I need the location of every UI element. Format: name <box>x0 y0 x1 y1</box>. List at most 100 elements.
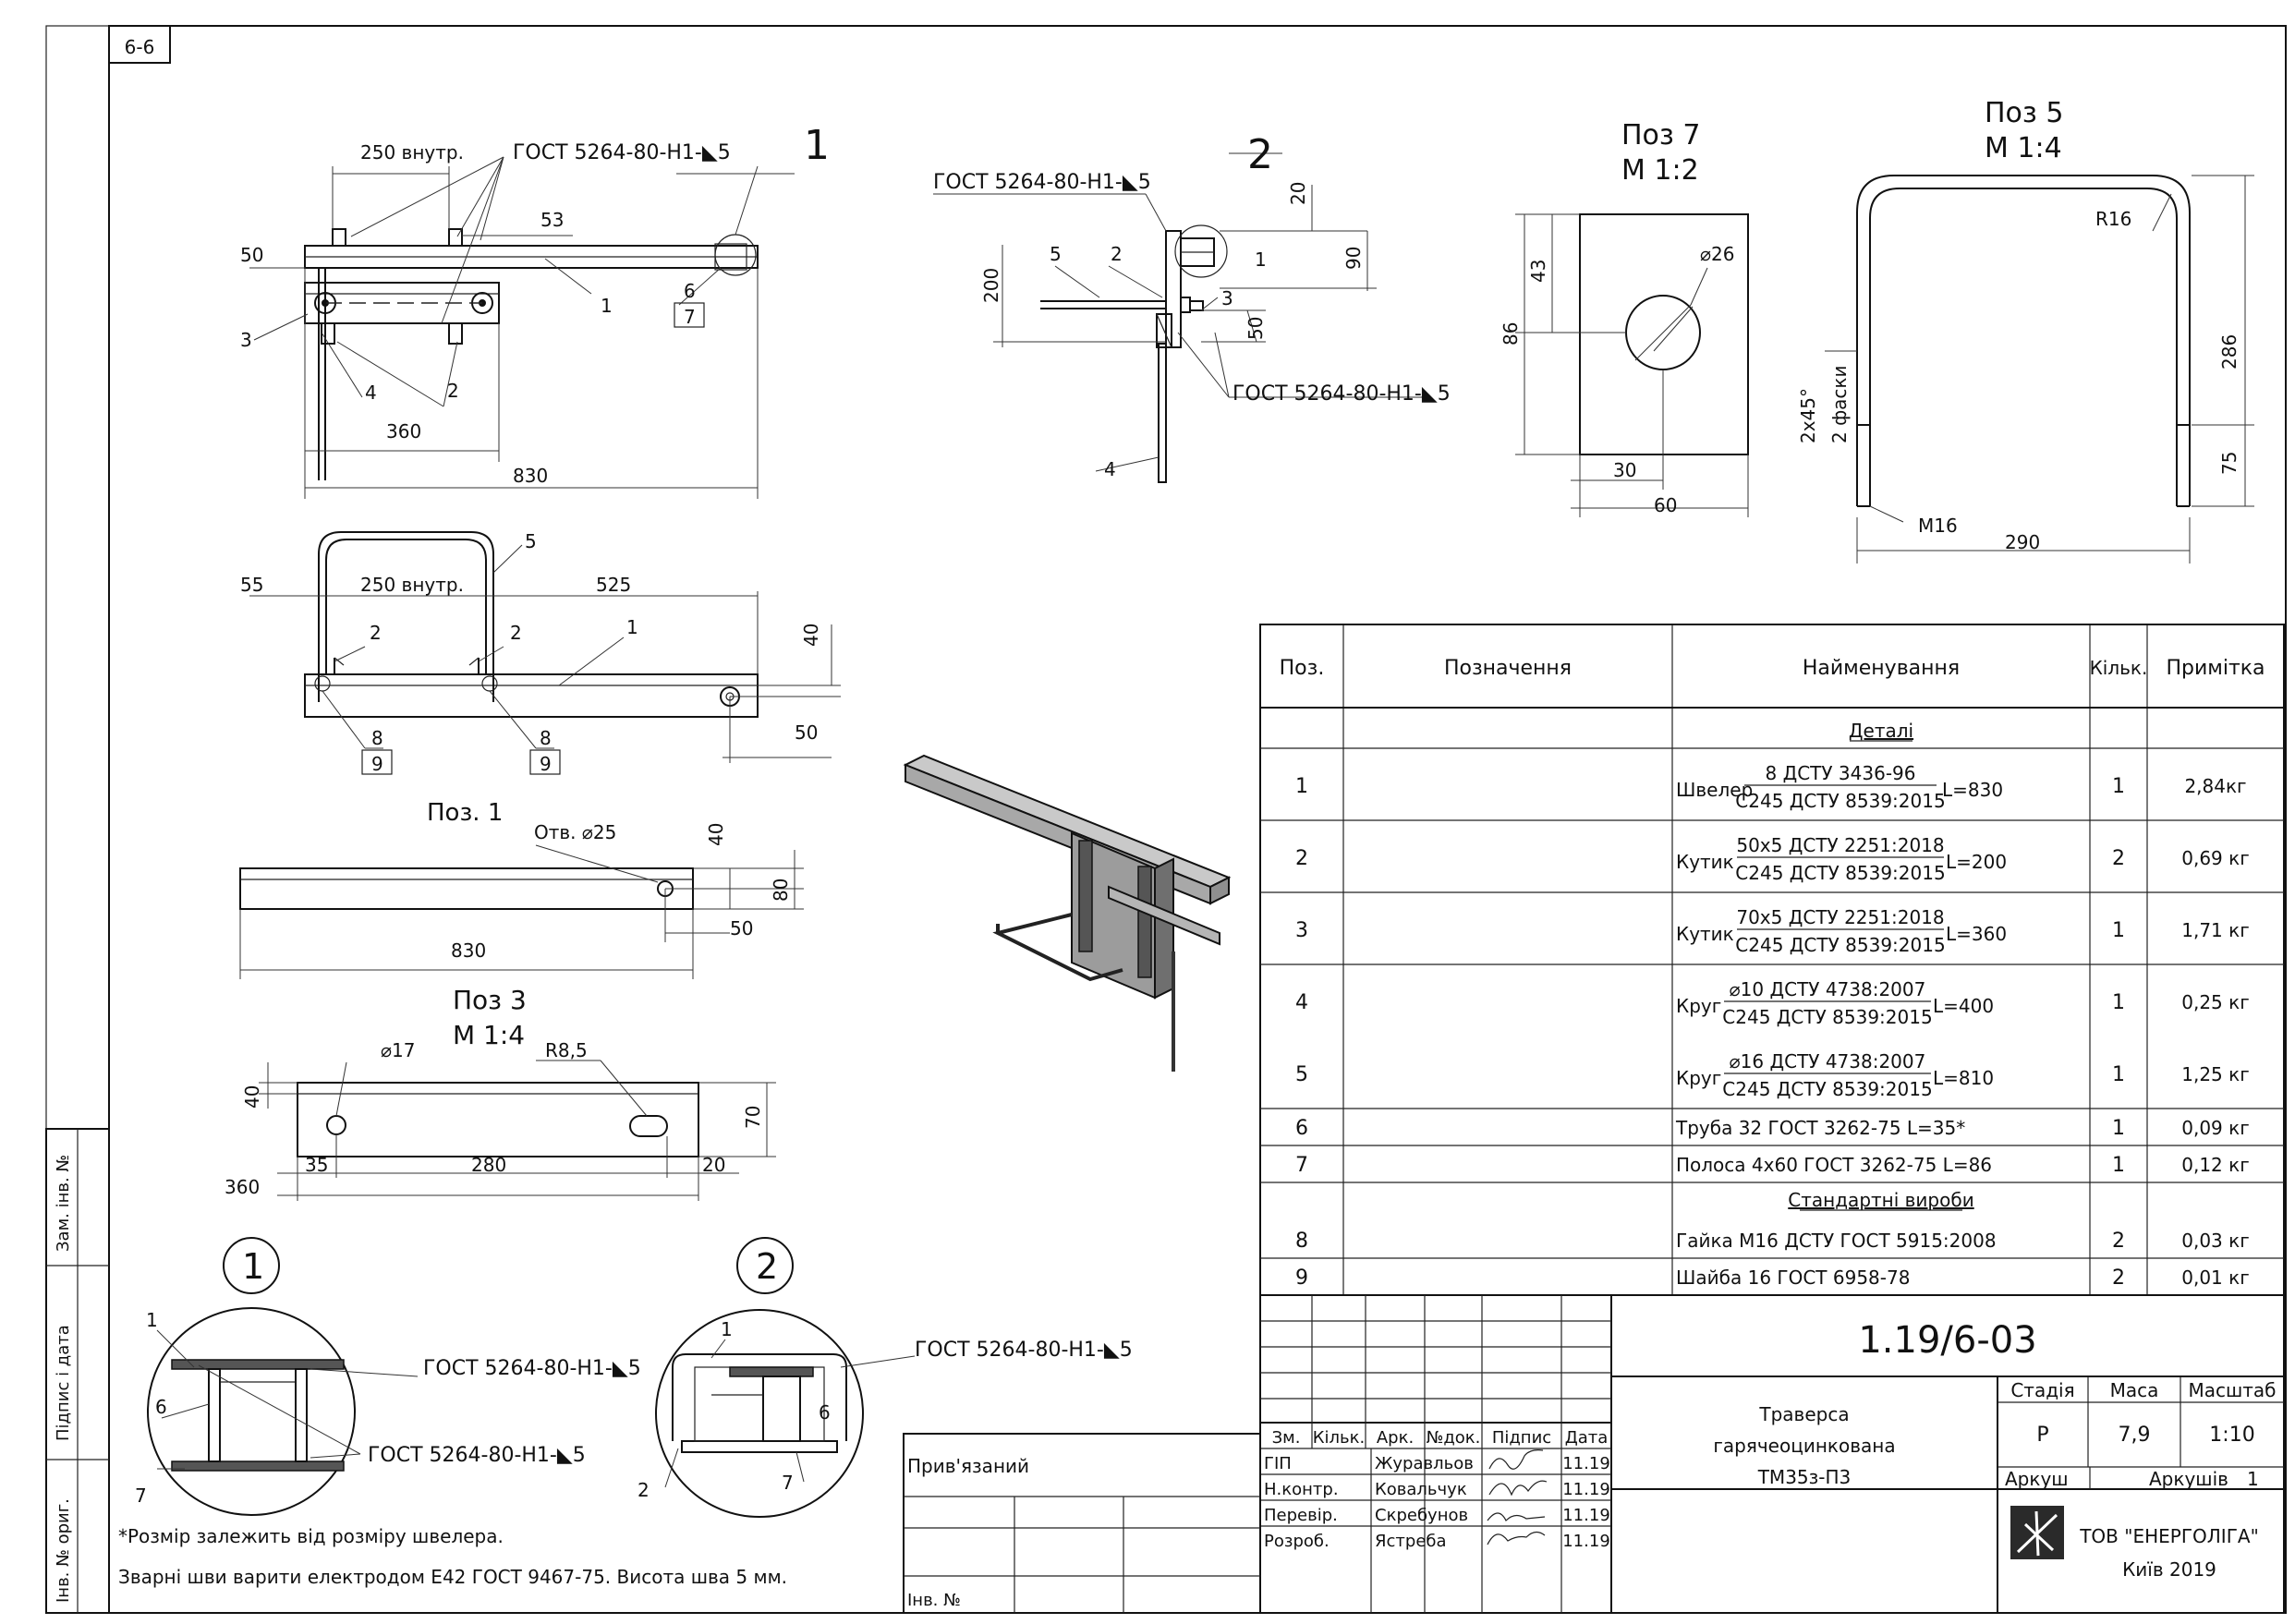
sheet-code: 6-6 <box>125 36 155 58</box>
tb-date: 11.19 <box>1562 1532 1610 1551</box>
note-2: Зварні шви варити електродом Е42 ГОСТ 94… <box>118 1566 787 1588</box>
spec-row-note: 2,84кг <box>2184 775 2246 797</box>
pos7-scale: М 1:2 <box>1621 154 1699 187</box>
signature <box>1488 1480 1548 1497</box>
top-dim-50: 50 <box>795 721 818 744</box>
spec-table: Поз. Позначення Найменування Кільк. Прим… <box>1259 624 2285 1296</box>
spec-row-note: 0,69 кг <box>2181 847 2249 869</box>
side-pos-4: 4 <box>1104 458 1116 480</box>
tb-col-doc: №док. <box>1427 1428 1481 1448</box>
detail-1-gost2: ГОСТ 5264-80-Н1-◣5 <box>368 1444 586 1467</box>
tb-col-qty: Кільк. <box>1313 1428 1366 1448</box>
tb-col-zm: Зм. <box>1272 1428 1301 1448</box>
side-stamp-inv-orig: Інв. № ориг. <box>54 1498 73 1603</box>
side-dim-200: 200 <box>980 268 1002 303</box>
pos3-scale: М 1:4 <box>453 1020 525 1050</box>
pos3-d17: ⌀17 <box>381 1039 416 1061</box>
company-city: Київ 2019 <box>2122 1558 2216 1581</box>
spec-row-pos: 8 <box>1295 1230 1308 1253</box>
company-logo <box>2010 1506 2064 1559</box>
tb-scale: 1:10 <box>2209 1424 2254 1447</box>
spec-row-suffix: L=360 <box>1946 923 2007 945</box>
spec-row-note: 0,25 кг <box>2181 991 2249 1013</box>
side-dim-20: 20 <box>1287 182 1309 205</box>
side-pos-2: 2 <box>1111 243 1123 265</box>
tb-name: Журавльов <box>1375 1454 1474 1473</box>
detail-2-p1: 1 <box>721 1318 733 1340</box>
tb-sheets: 1 <box>2247 1468 2259 1490</box>
tb-date: 11.19 <box>1562 1506 1610 1525</box>
tb-role: Н.контр. <box>1264 1480 1339 1499</box>
side-stamp-zam-inv: Зам. інв. № <box>54 1155 73 1252</box>
side-dim-90: 90 <box>1342 247 1365 270</box>
spec-row-bottom: С245 ДСТУ 8539:2015 <box>1735 934 1945 956</box>
callout-1: 1 <box>804 122 830 169</box>
view-side: 2 ГОСТ 5264-80-Н1-◣5 ГОСТ 5264-80-Н1-◣5 … <box>933 131 1451 483</box>
top-dim-250: 250 внутр. <box>360 574 464 596</box>
tb-name: Ковальчук <box>1375 1480 1467 1499</box>
spec-row-bottom: С245 ДСТУ 8539:2015 <box>1735 790 1945 812</box>
spec-row-bottom: С245 ДСТУ 8539:2015 <box>1722 1078 1932 1100</box>
spec-section-standard: Стандартні вироби <box>1788 1189 1973 1211</box>
spec-row-top: 70х5 ДСТУ 2251:2018 <box>1736 906 1944 928</box>
spec-row-prefix: Кутик <box>1676 923 1734 945</box>
top-pos-8a: 8 <box>371 727 383 749</box>
side-pos-1: 1 <box>1255 248 1267 271</box>
top-dim-40: 40 <box>800 624 822 647</box>
spec-row-top: ⌀10 ДСТУ 4738:2007 <box>1730 978 1926 1000</box>
note-1: *Розмір залежить від розміру швелера. <box>118 1525 504 1547</box>
top-dim-55: 55 <box>240 574 263 596</box>
doc-name-line2: гарячеоцинкована <box>1713 1435 1895 1457</box>
spec-row-qty: 1 <box>2112 1154 2125 1177</box>
isometric-view <box>903 754 1232 1072</box>
view-pos5: Поз 5 М 1:4 R16 286 2х45° 2 фаски 75 М16… <box>1797 97 2254 564</box>
detail-2-p6: 6 <box>819 1401 831 1424</box>
pos1-dim-830: 830 <box>451 939 486 962</box>
spec-row-suffix: L=810 <box>1933 1067 1994 1089</box>
spec-row-text: Гайка М16 ДСТУ ГОСТ 5915:2008 <box>1676 1230 1997 1252</box>
front-dim-360: 360 <box>386 420 421 442</box>
spec-row-text: Полоса 4х60 ГОСТ 3262-75 L=86 <box>1676 1154 1992 1176</box>
pos5-dim-286: 286 <box>2218 334 2240 370</box>
front-pos-6: 6 <box>684 280 696 302</box>
detail-2-num: 2 <box>756 1246 778 1287</box>
spec-row-prefix: Круг <box>1676 1067 1721 1089</box>
side-pos-5: 5 <box>1050 243 1062 265</box>
signature <box>1488 1449 1544 1470</box>
pos5-scale: М 1:4 <box>1985 132 2062 164</box>
view-pos1: Поз. 1 Отв. ⌀25 40 80 50 830 <box>239 799 804 979</box>
spec-row-text: Труба 32 ГОСТ 3262-75 L=35* <box>1675 1117 1965 1139</box>
spec-row-pos: 6 <box>1295 1117 1308 1140</box>
tb-mass-label: Маса <box>2110 1379 2159 1401</box>
spec-row-qty: 1 <box>2112 1063 2125 1086</box>
spec-header-qty: Кільк. <box>2090 657 2148 679</box>
spec-row-pos: 9 <box>1295 1266 1308 1290</box>
pos5-chamfer: 2х45° <box>1797 388 1819 443</box>
spec-row-pos: 1 <box>1295 775 1308 798</box>
tb-role: Розроб. <box>1264 1532 1330 1551</box>
top-pos-5: 5 <box>525 530 537 552</box>
tb-stage-label: Стадія <box>2010 1379 2074 1401</box>
detail-1: 1 ГОСТ 5264-80-Н1-◣5 ГОСТ 5264-80-Н1-◣5 … <box>135 1237 641 1516</box>
detail-2-p2: 2 <box>638 1479 650 1501</box>
pos3-dim-40: 40 <box>241 1085 263 1109</box>
spec-row-qty: 2 <box>2112 1266 2125 1290</box>
tb-sheets-label: Аркушів <box>2149 1468 2228 1490</box>
callout-2: 2 <box>1247 131 1273 178</box>
doc-number: 1.19/6-03 <box>1858 1319 2036 1362</box>
tb-col-date: Дата <box>1565 1428 1609 1448</box>
inv-no-label: Інв. № <box>907 1591 961 1610</box>
top-pos-2a: 2 <box>370 622 382 644</box>
title-block: Зм. Кільк. Арк. №док. Підпис Дата ГІП Жу… <box>1259 1294 2285 1614</box>
front-pos-1: 1 <box>601 295 613 317</box>
pos1-dim-50: 50 <box>730 917 753 939</box>
pos7-title: Поз 7 <box>1621 119 1701 151</box>
spec-row-prefix: Круг <box>1676 995 1721 1017</box>
pos5-chamfer2: 2 фаски <box>1828 365 1851 443</box>
view-pos7: Поз 7 М 1:2 ⌀26 43 86 30 60 <box>1500 119 1749 517</box>
view-top: 55 250 внутр. 525 40 50 1 2 2 5 8 9 8 9 <box>240 530 841 775</box>
pos3-dim-35: 35 <box>305 1154 328 1176</box>
view-pos3: Поз 3 М 1:4 ⌀17 R8,5 40 70 35 280 20 360 <box>225 985 776 1201</box>
pos7-dim-86: 86 <box>1500 322 1522 345</box>
